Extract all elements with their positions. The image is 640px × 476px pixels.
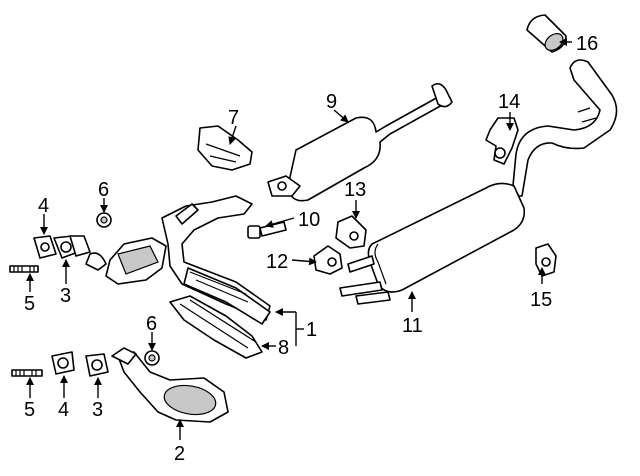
gasket-part-lower-3 <box>85 353 109 377</box>
callout-3-lower: 3 <box>92 399 103 421</box>
callout-15: 15 <box>530 289 552 311</box>
tail-pipe-part <box>511 59 618 197</box>
callout-13: 13 <box>344 179 366 201</box>
gasket-part-lower-4 <box>51 351 75 375</box>
heat-shield-part <box>197 125 253 171</box>
callout-4-lower: 4 <box>58 399 69 421</box>
leader-lines <box>26 38 572 440</box>
y-pipe-assembly <box>161 195 271 325</box>
nut-part-upper <box>96 212 112 228</box>
hanger-bracket-14 <box>485 117 519 165</box>
callout-6-upper: 6 <box>98 179 109 201</box>
callout-11: 11 <box>402 315 423 337</box>
callout-14: 14 <box>498 91 520 113</box>
callout-1: 1 <box>306 319 317 341</box>
callout-3-upper: 3 <box>60 285 71 307</box>
upper-catalytic-converter <box>85 237 167 285</box>
bolt-part <box>247 221 287 239</box>
nut-part-lower <box>144 350 160 366</box>
muffler-part <box>339 182 526 305</box>
callout-7: 7 <box>228 107 239 129</box>
callout-12: 12 <box>266 251 288 273</box>
exhaust-tip-part <box>526 14 567 53</box>
heat-shield-part-8 <box>169 295 263 359</box>
callout-16: 16 <box>576 33 598 55</box>
callout-8: 8 <box>278 337 289 359</box>
stud-part-lower <box>11 369 43 377</box>
bracket-part-13 <box>335 215 367 249</box>
resonator-part <box>267 82 453 202</box>
callout-5-lower: 5 <box>24 399 35 421</box>
callout-2: 2 <box>174 443 185 465</box>
callout-10: 10 <box>298 209 320 231</box>
callout-labels: 1 2 3 3 4 4 5 5 6 6 7 8 9 10 11 12 13 14… <box>24 33 598 465</box>
callout-9: 9 <box>326 91 337 113</box>
callout-5-upper: 5 <box>24 293 35 315</box>
lower-catalytic-converter <box>111 347 229 423</box>
gasket-part-upper-3 <box>53 235 91 259</box>
stud-part-upper <box>9 265 39 273</box>
hanger-part-15 <box>535 243 557 277</box>
callout-4-upper: 4 <box>38 195 49 217</box>
bracket-part-12 <box>313 245 343 275</box>
gasket-part-upper-4 <box>33 235 57 259</box>
callout-6-lower: 6 <box>146 313 157 335</box>
